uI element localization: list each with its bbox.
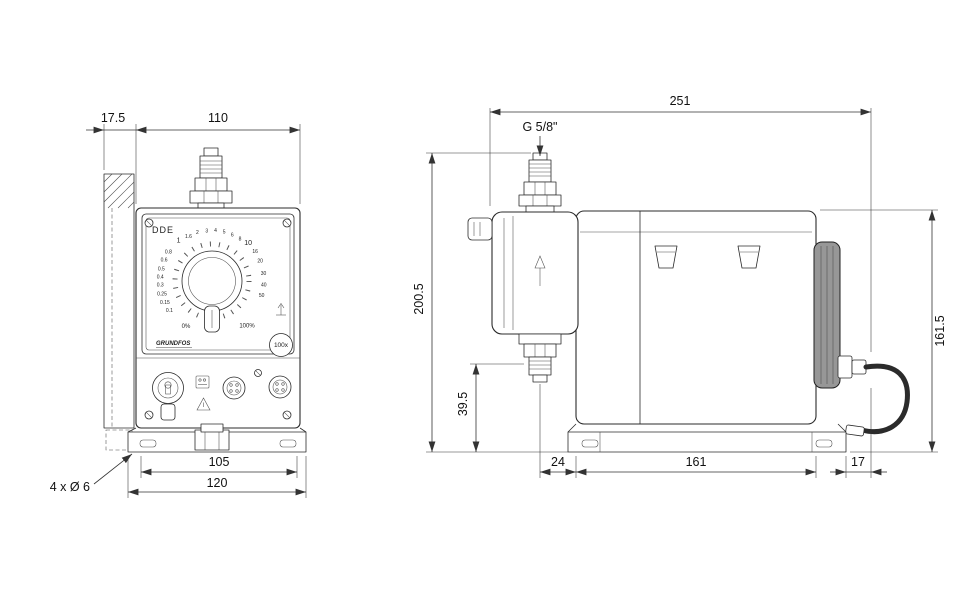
front-mounting-foot (127, 423, 307, 453)
housing-screw (254, 369, 262, 377)
side-mounting-foot (567, 423, 847, 453)
dial-knob[interactable] (188, 257, 236, 305)
dial-label: 0.15 (160, 300, 170, 306)
dim-side-length: 251 (670, 94, 691, 108)
dial-label: 1.6 (185, 234, 192, 240)
dial-label: 10 (244, 240, 252, 247)
dim-hole-spacing: 105 (209, 455, 230, 469)
dial-label: 0.4 (157, 274, 164, 280)
panel-screw (282, 218, 292, 228)
dim-front-width: 110 (208, 111, 228, 125)
bus-connector[interactable] (268, 375, 292, 399)
dial-label: 20 (257, 259, 263, 265)
warning-triangle-icon (196, 397, 211, 411)
wall-bracket (103, 173, 135, 451)
rear-knob[interactable] (813, 241, 841, 389)
button-100x-label: 100x (274, 342, 289, 349)
panel-screw (144, 410, 154, 420)
dial-label: 4 (214, 228, 217, 234)
dim-thread-size: G 5/8" (522, 120, 557, 134)
mounting-slot (279, 439, 297, 448)
hatching (103, 173, 135, 209)
mounting-slot (139, 439, 157, 448)
dial-label: 2 (196, 230, 199, 236)
flow-direction-arrow (534, 255, 546, 286)
panel-screw (144, 218, 154, 228)
side-inlet-connector (518, 152, 562, 213)
control-panel: DDE 1 1.6 2 3 4 5 6 8 10 0.8 (141, 213, 295, 420)
dial-label: 0.1 (166, 308, 173, 314)
side-outlet-connector (518, 333, 562, 383)
dim-total-height: 200.5 (412, 283, 426, 314)
cable-gland (837, 355, 867, 379)
dial-label: 0.8 (165, 250, 172, 256)
dimension-annotations: 17.5 110 105 120 4 x Ø 6 251 G 5/8" 200.… (50, 94, 947, 498)
side-view (467, 152, 910, 453)
dial-label: 0.6 (161, 258, 168, 264)
dial-label: 50 (259, 293, 265, 299)
clamp-bracket (194, 429, 230, 451)
dial-label: 0.5 (158, 266, 165, 272)
drain-port[interactable] (152, 372, 184, 421)
dial-label: 40 (261, 283, 267, 289)
front-view: DDE 1 1.6 2 3 4 5 6 8 10 0.8 (103, 147, 307, 453)
dial-scale-labels: 1 1.6 2 3 4 5 6 8 10 0.8 0.6 0.5 0.4 0.3… (157, 228, 267, 330)
dial-bezel (181, 250, 243, 312)
vent-slot (654, 245, 678, 269)
cable-plug (845, 424, 865, 437)
dosing-head (467, 211, 579, 335)
dial-label: 16 (252, 249, 258, 255)
dim-cable-offset: 17 (851, 455, 865, 469)
dial-label: 3 (205, 228, 208, 234)
signal-connector[interactable] (222, 376, 246, 400)
dial-label: 30 (261, 271, 267, 277)
capacity-dial[interactable] (172, 241, 252, 333)
mounting-slot (815, 439, 833, 448)
dial-max-label: 100% (239, 324, 255, 330)
dial-label: 0.25 (157, 292, 167, 298)
dim-mount-holes: 4 x Ø 6 (50, 480, 90, 494)
dial-tick-ring (172, 241, 252, 321)
dial-label: 1 (177, 238, 181, 245)
panel-screw (282, 410, 292, 420)
dim-body-length: 161 (686, 455, 707, 469)
dial-label: 5 (223, 230, 226, 236)
power-cable (859, 363, 910, 435)
dim-outlet-height: 39.5 (456, 392, 470, 416)
dim-wall-offset: 17.5 (101, 111, 125, 125)
front-inlet-connector (189, 147, 233, 209)
mounting-slot (581, 439, 599, 448)
dial-label: 8 (239, 237, 242, 243)
dim-head-offset: 24 (551, 455, 565, 469)
dial-min-label: 0% (182, 324, 191, 330)
dim-body-height: 161.5 (933, 315, 947, 346)
label-plate-icon (195, 375, 210, 389)
model-label: DDE (152, 225, 174, 235)
connector-section (136, 357, 300, 421)
grundfos-logo: GRUNDFOS (156, 341, 190, 347)
button-100x[interactable]: 100x (269, 333, 293, 357)
deaeration-icon (276, 303, 286, 316)
dial-label: 0.3 (157, 283, 164, 289)
vent-slot (737, 245, 761, 269)
dial-label: 6 (231, 232, 234, 238)
dim-base-width: 120 (207, 476, 228, 490)
motor-housing (575, 210, 817, 425)
